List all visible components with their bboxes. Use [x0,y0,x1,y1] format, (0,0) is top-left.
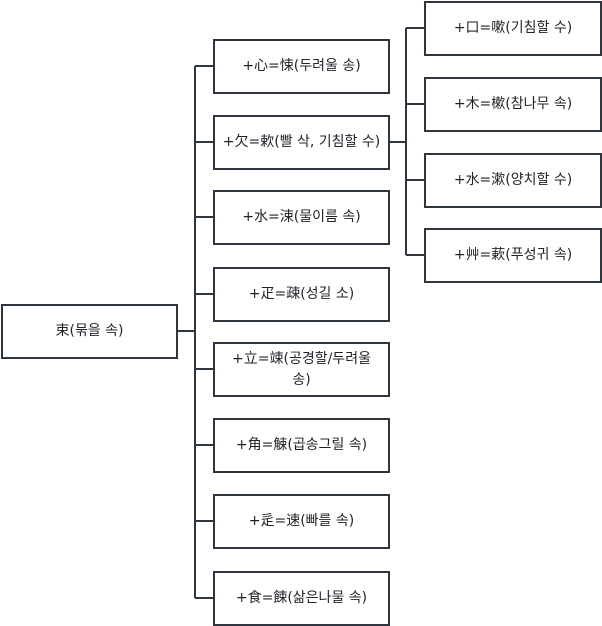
child-node: +疋=疎(성길 소) [213,267,390,322]
child-node: +食=餗(삶은나물 속) [213,571,390,626]
child-node: +心=悚(두려울 송) [213,39,390,94]
child-node-label: +心=悚(두려울 송) [242,58,361,74]
child-node-label: +辵=速(빠를 속) [248,513,355,529]
grandchild-node: +艸=蔌(푸성귀 속) [424,228,602,283]
grandchild-node-label: +口=嗽(기침할 수) [453,20,573,36]
child-node-label: +立=竦(공경할/두려울 송) [232,350,371,388]
grandchild-node: +木=樕(참나무 속) [424,77,602,132]
child-node: +立=竦(공경할/두려울 송) [213,342,390,397]
root-node: 束(묶을 속) [1,304,178,359]
child-node-label: +疋=疎(성길 소) [248,286,355,302]
grandchild-node: +水=漱(양치할 수) [424,153,602,208]
grandchild-node-label: +艸=蔌(푸성귀 속) [453,247,573,263]
child-node-label: +欠=欶(빨 삭, 기침할 수) [222,134,381,150]
grandchild-node-label: +水=漱(양치할 수) [453,172,573,188]
child-node: +水=涑(물이름 속) [213,190,390,245]
child-node: +辵=速(빠를 속) [213,494,390,549]
child-node-label: +角=觫(곱송그릴 속) [235,437,368,453]
grandchild-node: +口=嗽(기침할 수) [424,1,602,56]
child-node: +欠=欶(빨 삭, 기침할 수) [213,115,390,170]
grandchild-node-label: +木=樕(참나무 속) [453,96,573,112]
child-node-label: +水=涑(물이름 속) [242,209,361,225]
child-node-label: +食=餗(삶은나물 속) [235,590,368,606]
root-node-label: 束(묶을 속) [55,323,124,339]
child-node: +角=觫(곱송그릴 속) [213,418,390,473]
